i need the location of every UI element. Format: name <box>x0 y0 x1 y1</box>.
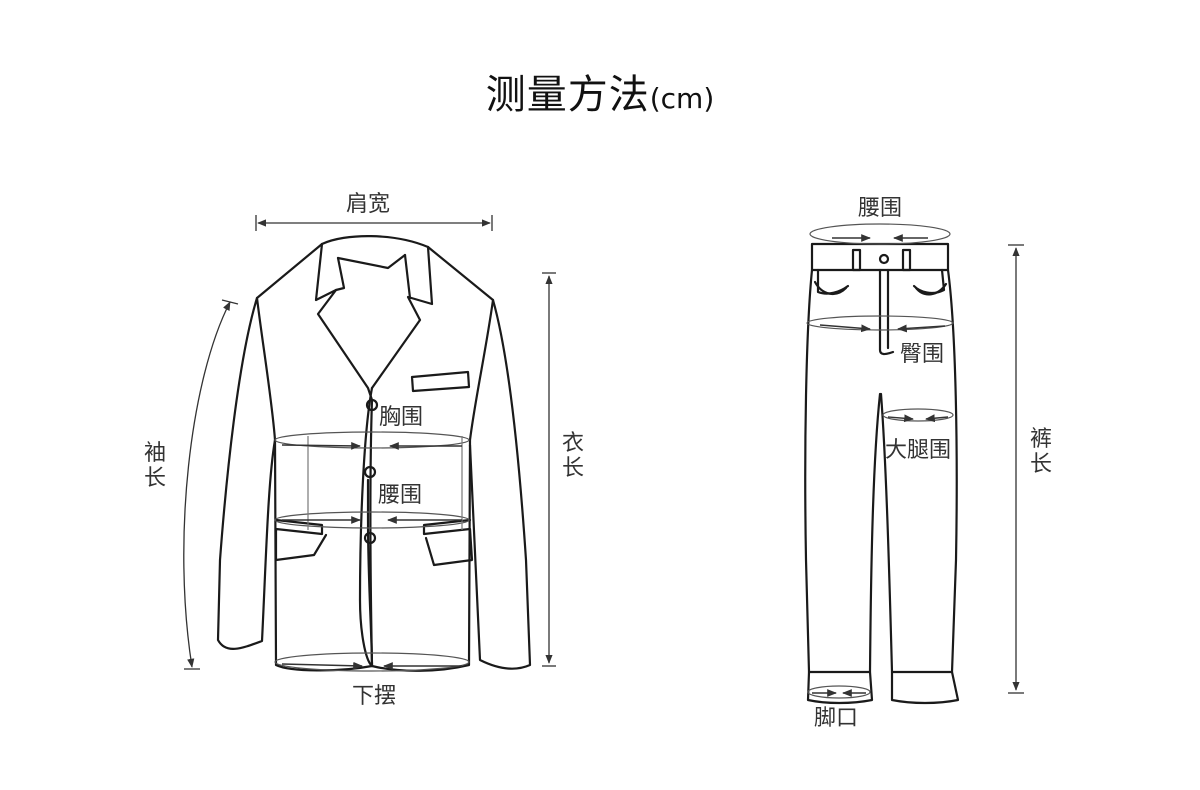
waist-ellipse <box>274 511 470 529</box>
label-sleeve-length: 袖长 <box>143 441 166 492</box>
label-thigh: 大腿围 <box>885 438 952 463</box>
pants-dimension-lines <box>1008 244 1024 694</box>
pants-fly <box>878 268 895 356</box>
label-chest: 胸围 <box>379 405 424 430</box>
jacket-left-pocket <box>274 518 328 562</box>
hip-ellipse <box>806 315 954 331</box>
thigh-ellipse <box>882 408 954 422</box>
pants-measure-guides <box>806 223 954 699</box>
label-leg-opening: 脚口 <box>814 706 859 731</box>
jacket-measure-guides <box>274 431 470 672</box>
label-pants-length: 裤长 <box>1029 427 1052 478</box>
label-jacket-waist: 腰围 <box>378 483 423 508</box>
pants-left-leg <box>804 268 882 674</box>
pants-belt-loop-left <box>851 248 862 272</box>
pants-left-cuff <box>806 670 874 705</box>
title-unit: (cm) <box>649 82 715 115</box>
label-hem: 下摆 <box>352 684 397 709</box>
jacket-left-sleeve <box>216 296 277 650</box>
jacket-body <box>255 242 495 672</box>
jacket-front-edge <box>358 386 374 668</box>
label-hip: 臀围 <box>900 342 945 367</box>
pants-drawing <box>804 242 960 705</box>
label-pants-waist: 腰围 <box>858 196 903 221</box>
jacket-dimension-lines <box>183 215 556 670</box>
jacket-button-3 <box>363 531 377 545</box>
jacket-chest-pocket <box>410 370 471 393</box>
jacket-collar <box>320 235 430 249</box>
pants-button <box>878 253 890 265</box>
jacket-left-lapel <box>314 242 374 402</box>
label-jacket-length: 衣长 <box>561 431 584 482</box>
jacket-right-sleeve <box>468 298 532 670</box>
sleeve-dimension-arc <box>183 301 231 668</box>
jacket-drawing <box>216 235 532 672</box>
pants-right-cuff <box>890 670 960 705</box>
jacket-button-1 <box>365 398 379 412</box>
jacket-right-lapel <box>370 245 434 390</box>
page-title: 测量方法(cm) <box>0 62 1200 120</box>
title-main: 测量方法 <box>485 72 650 118</box>
pants-belt-loop-right <box>901 248 912 272</box>
jacket-right-pocket <box>422 518 474 567</box>
jacket-button-2 <box>363 465 377 479</box>
label-shoulder-width: 肩宽 <box>346 192 391 217</box>
pants-waist-ellipse <box>809 223 951 245</box>
leg-opening-ellipse <box>807 685 871 699</box>
hem-ellipse <box>274 652 470 672</box>
chest-ellipse <box>274 431 470 449</box>
pants-right-leg <box>879 268 958 674</box>
